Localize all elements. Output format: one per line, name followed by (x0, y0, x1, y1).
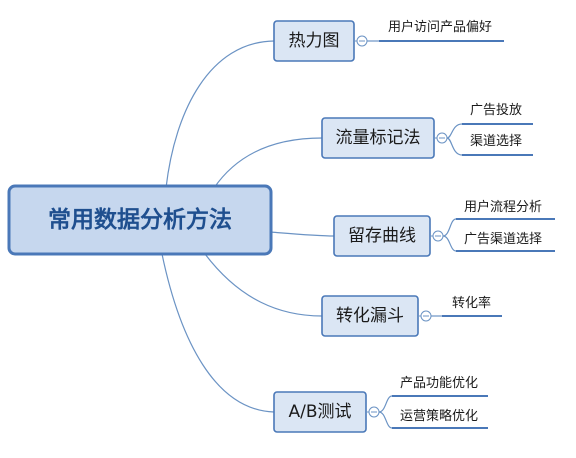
connector-root-branch-1 (213, 137, 323, 189)
leaf-label-retention-curve-0: 用户流程分析 (464, 199, 542, 215)
root-node[interactable]: 常用数据分析方法 (7, 184, 273, 256)
branch-label-traffic-tagging: 流量标记法 (336, 128, 421, 148)
leaf-label-conversion-funnel-0: 转化率 (452, 295, 491, 311)
root-connectors (161, 40, 335, 413)
branch-node-conversion-funnel[interactable]: 转化漏斗 (321, 295, 419, 337)
branch-label-retention-curve: 留存曲线 (348, 226, 416, 246)
connector-root-branch-0 (165, 40, 275, 189)
leaf-label-heatmap-0: 用户访问产品偏好 (388, 19, 492, 35)
ab-testing-children: 产品功能优化 运营策略优化 (378, 376, 488, 429)
branch-node-traffic-tagging[interactable]: 流量标记法 (321, 117, 435, 159)
branch-label-ab-testing: A/B测试 (288, 402, 351, 422)
root-node-box (7, 184, 273, 256)
retention-curve-children: 用户流程分析 广告渠道选择 (442, 199, 555, 252)
collapse-toggle-conversion-funnel[interactable] (418, 310, 432, 322)
leaf-label-ab-testing-0: 产品功能优化 (400, 376, 478, 391)
conversion-funnel-children: 转化率 (431, 295, 502, 317)
collapse-toggle-retention-curve[interactable] (430, 230, 444, 242)
branch-label-heatmap: 热力图 (289, 31, 340, 51)
root-node-label: 常用数据分析方法 (48, 206, 232, 233)
traffic-tagging-children: 广告投放 渠道选择 (446, 102, 533, 156)
leaf-label-ab-testing-1: 运营策略优化 (400, 408, 478, 424)
leaf-label-traffic-tagging-1: 渠道选择 (470, 134, 522, 149)
branch-node-ab-testing[interactable]: A/B测试 (273, 391, 367, 433)
collapse-toggle-heatmap[interactable] (354, 35, 368, 47)
leaf-label-traffic-tagging-0: 广告投放 (470, 102, 522, 118)
leaf-label-retention-curve-1: 广告渠道选择 (464, 232, 542, 247)
collapse-toggle-ab-testing[interactable] (366, 406, 380, 418)
branch-node-heatmap[interactable]: 热力图 (273, 20, 355, 62)
branch-node-retention-curve[interactable]: 留存曲线 (333, 215, 431, 257)
connector-root-branch-3 (204, 253, 323, 317)
branch-label-conversion-funnel: 转化漏斗 (336, 306, 404, 326)
connector-root-branch-4 (161, 253, 275, 413)
collapse-toggle-traffic-tagging[interactable] (434, 132, 448, 144)
connector-root-branch-2 (269, 231, 335, 237)
heatmap-children: 用户访问产品偏好 (367, 19, 504, 42)
